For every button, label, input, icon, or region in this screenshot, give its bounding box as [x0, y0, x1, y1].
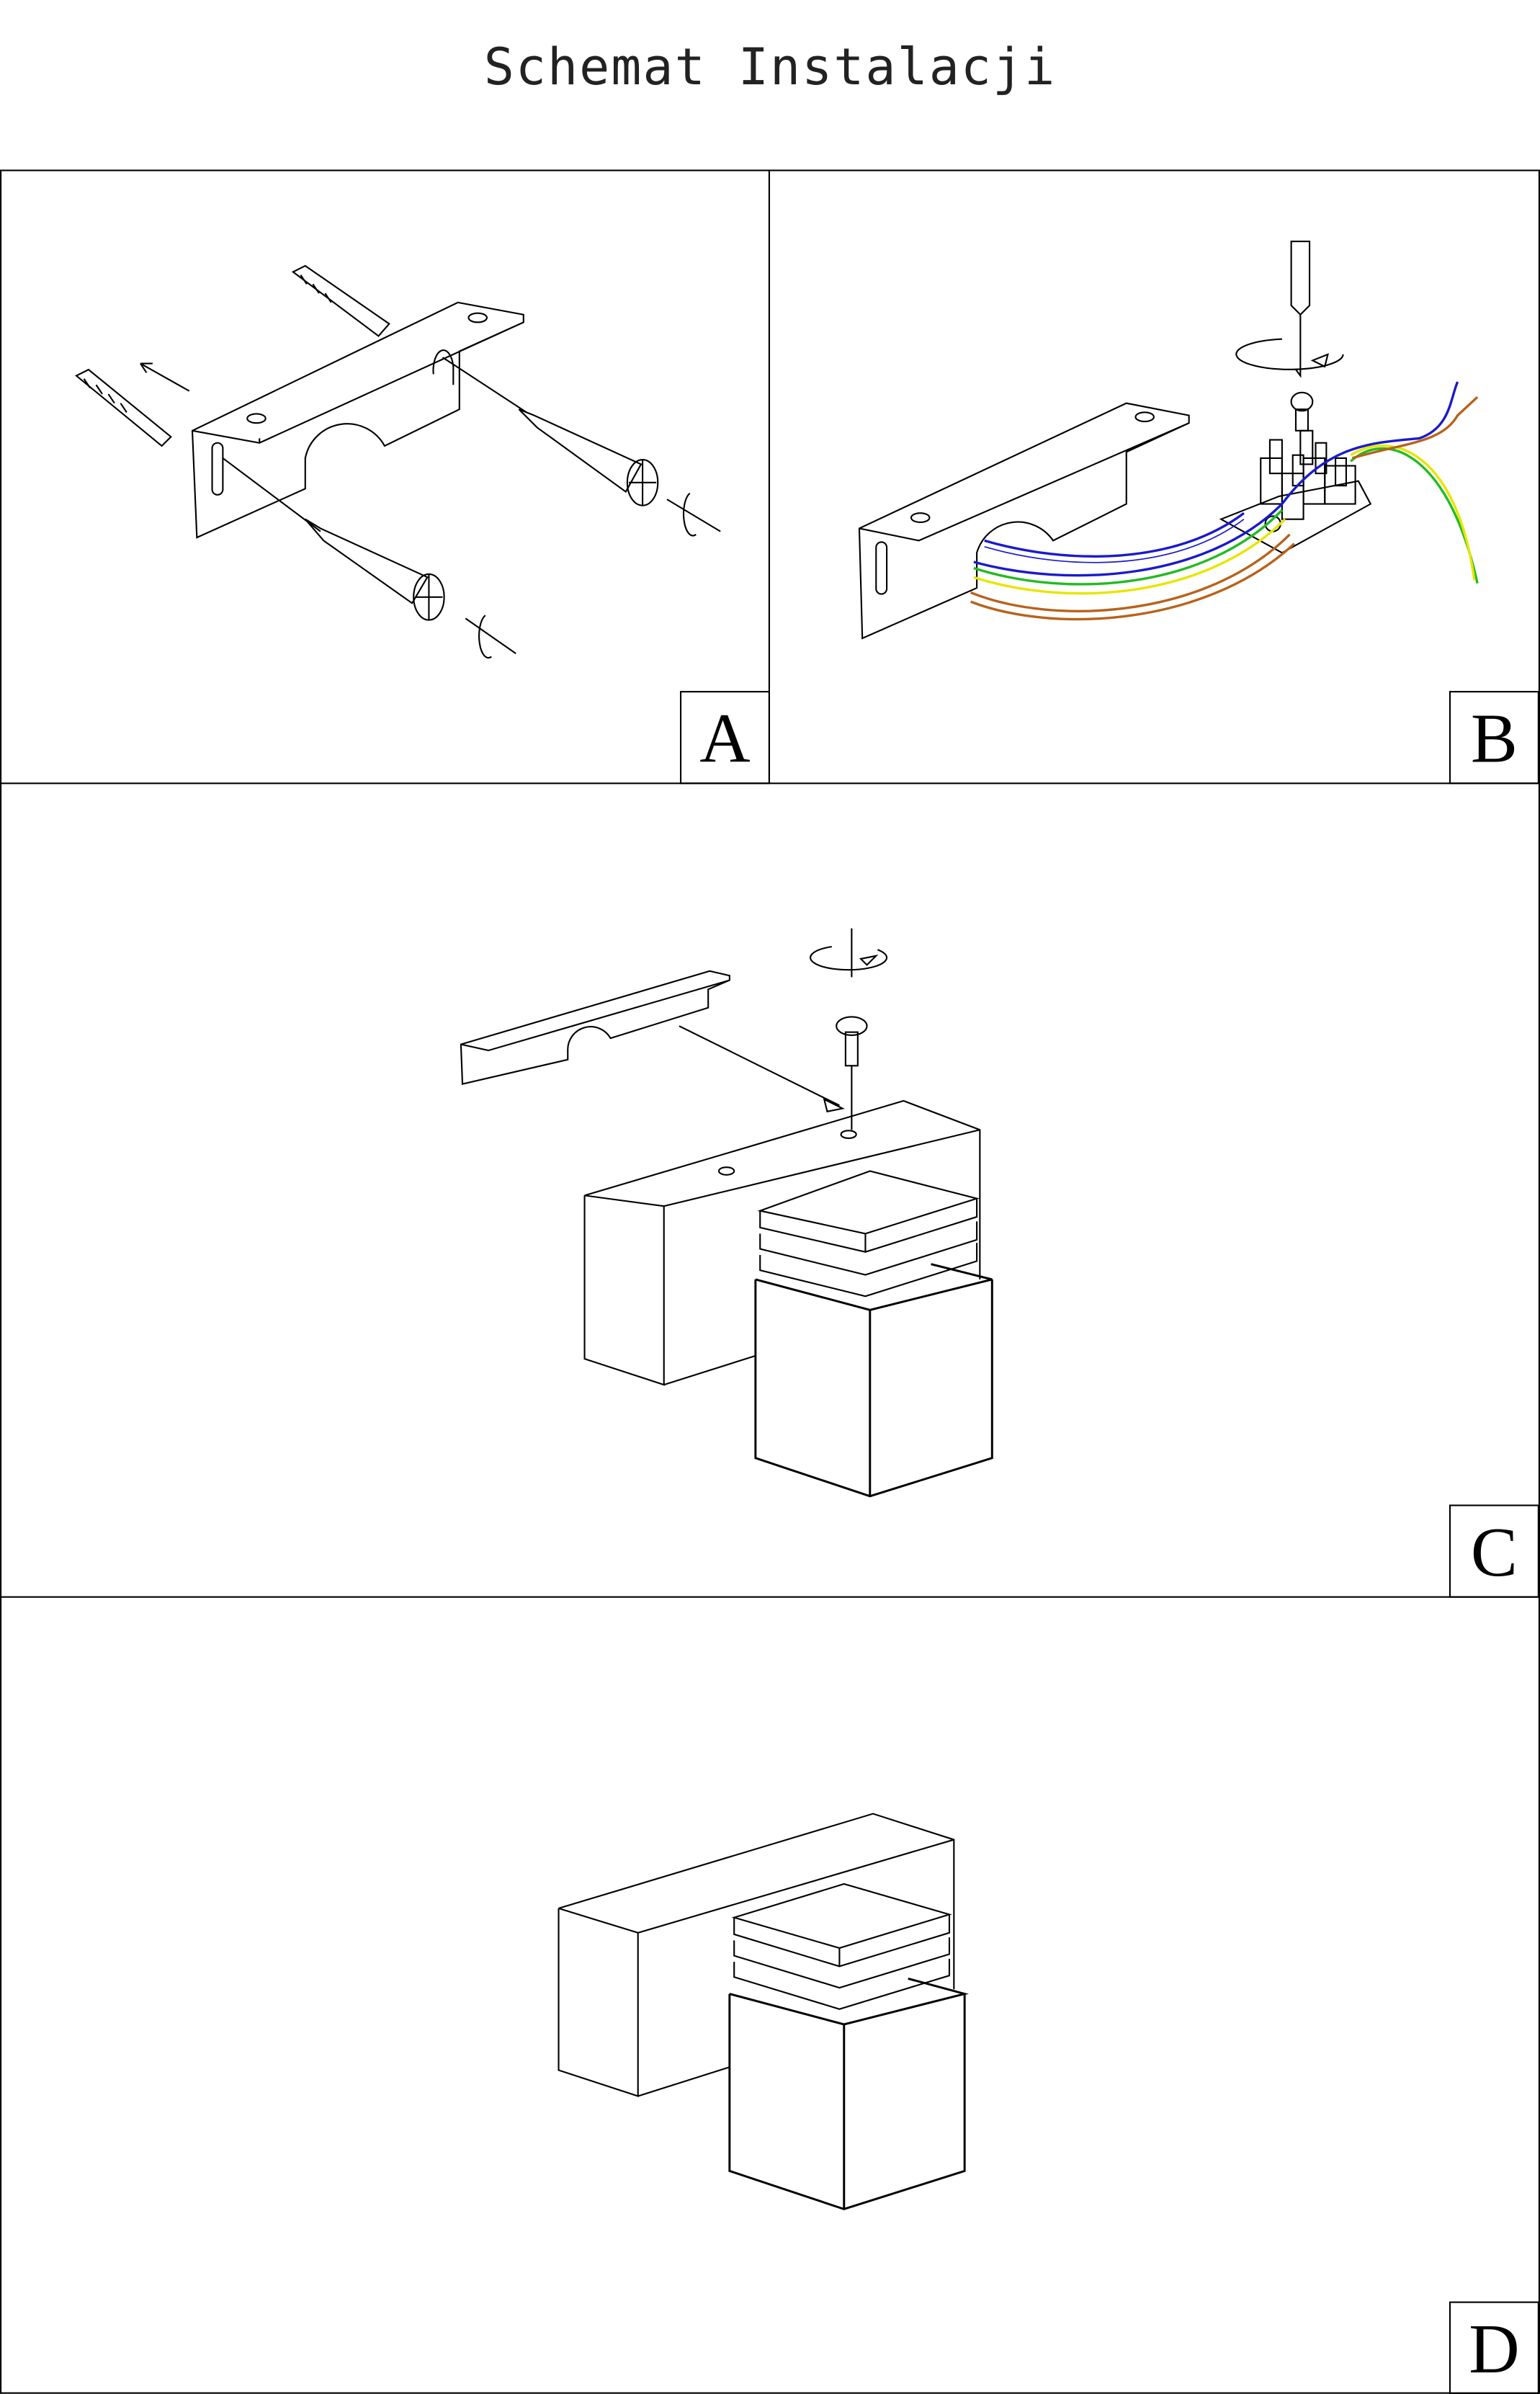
- bracket: [191, 301, 524, 539]
- panel-label-box: [1449, 1504, 1539, 1598]
- panel-d: D: [558, 1813, 1539, 2394]
- arrow-icon: [823, 1097, 845, 1113]
- panel-grid: [0, 169, 1540, 2394]
- lamp-assembled: [558, 1813, 970, 2210]
- panel-label-c: C: [1471, 1514, 1518, 1591]
- panel-c: C: [460, 928, 1539, 1598]
- panel-label-d: D: [1469, 2310, 1519, 2388]
- page-title: Schemat Instalacji: [483, 37, 1057, 97]
- wires: [970, 381, 1479, 621]
- terminal-block: [1219, 391, 1372, 554]
- arrow-icon: [140, 362, 190, 392]
- screwdriver-icon: [1290, 240, 1311, 378]
- wall-plug: [75, 264, 390, 447]
- screw: [304, 408, 659, 621]
- rotate-arrow-icon: [810, 928, 888, 978]
- rotate-arrow-icon: [666, 492, 721, 537]
- rotate-arrow-icon: [1235, 338, 1344, 370]
- bracket: [460, 970, 730, 1086]
- panel-label-b: B: [1471, 700, 1518, 778]
- panel-label-box: [1449, 691, 1539, 785]
- lamp-body: [583, 1099, 993, 1498]
- panel-label-box: [679, 691, 770, 785]
- panel-b: B: [858, 240, 1539, 785]
- rotate-arrow-icon: [465, 615, 516, 659]
- bracket: [858, 402, 1190, 640]
- panel-a: A: [75, 264, 770, 785]
- screw: [836, 1016, 868, 1130]
- panel-label-a: A: [699, 700, 750, 778]
